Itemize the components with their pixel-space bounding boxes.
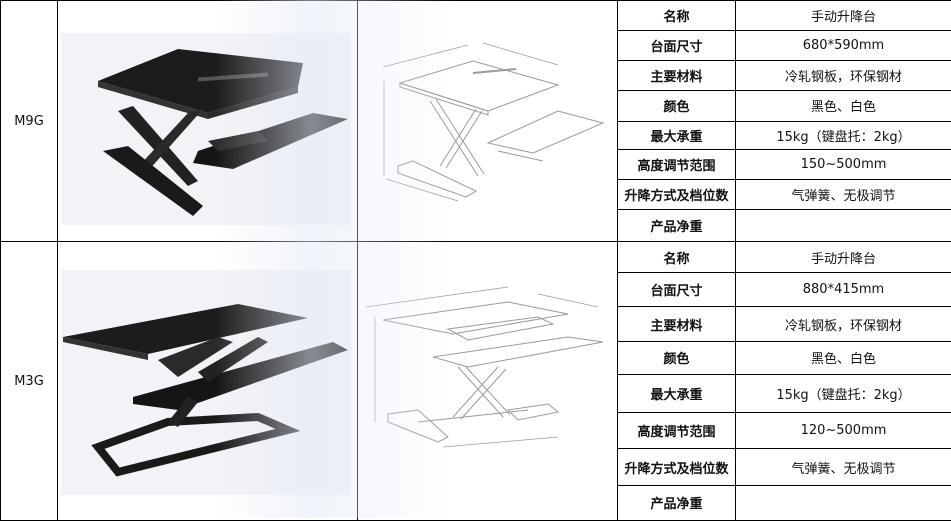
dimension-drawing-m3g [358,242,618,521]
spec-value [736,485,951,520]
spec-label: 名称 [618,1,736,31]
spec-value: 15kg（键盘托：2kg） [736,121,951,149]
product-photo-m9g [58,1,358,242]
spec-label: 升降方式及档位数 [618,449,736,485]
table-row: M9G [1,1,951,31]
spec-value: 黑色、白色 [736,341,951,374]
spec-value: 120~500mm [736,413,951,449]
model-name: M3G [1,242,58,521]
spec-value: 冷轧钢板，环保钢材 [736,307,951,341]
spec-label: 名称 [618,242,736,273]
spec-label: 台面尺寸 [618,31,736,61]
spec-value: 15kg（键盘托：2kg） [736,374,951,412]
spec-label: 主要材料 [618,61,736,91]
spec-value: 680*590mm [736,31,951,61]
spec-value: 150~500mm [736,149,951,179]
spec-label: 高度调节范围 [618,149,736,179]
spec-label: 产品净重 [618,209,736,241]
dimension-drawing-m9g [358,1,618,242]
spec-label: 高度调节范围 [618,413,736,449]
spec-label: 最大承重 [618,374,736,412]
spec-label: 颜色 [618,91,736,121]
spec-value: 手动升降台 [736,1,951,31]
spec-value: 气弹簧、无极调节 [736,449,951,485]
product-photo-m3g [58,242,358,521]
spec-label: 最大承重 [618,121,736,149]
spec-label: 升降方式及档位数 [618,179,736,209]
spec-value: 气弹簧、无极调节 [736,179,951,209]
spec-value: 880*415mm [736,273,951,307]
spec-value [736,209,951,241]
spec-value: 冷轧钢板，环保钢材 [736,61,951,91]
spec-value: 手动升降台 [736,242,951,273]
table-row: M3G [1,242,951,273]
spec-label: 颜色 [618,341,736,374]
spec-label: 产品净重 [618,485,736,520]
model-name: M9G [1,1,58,242]
spec-label: 台面尺寸 [618,273,736,307]
spec-value: 黑色、白色 [736,91,951,121]
spec-label: 主要材料 [618,307,736,341]
